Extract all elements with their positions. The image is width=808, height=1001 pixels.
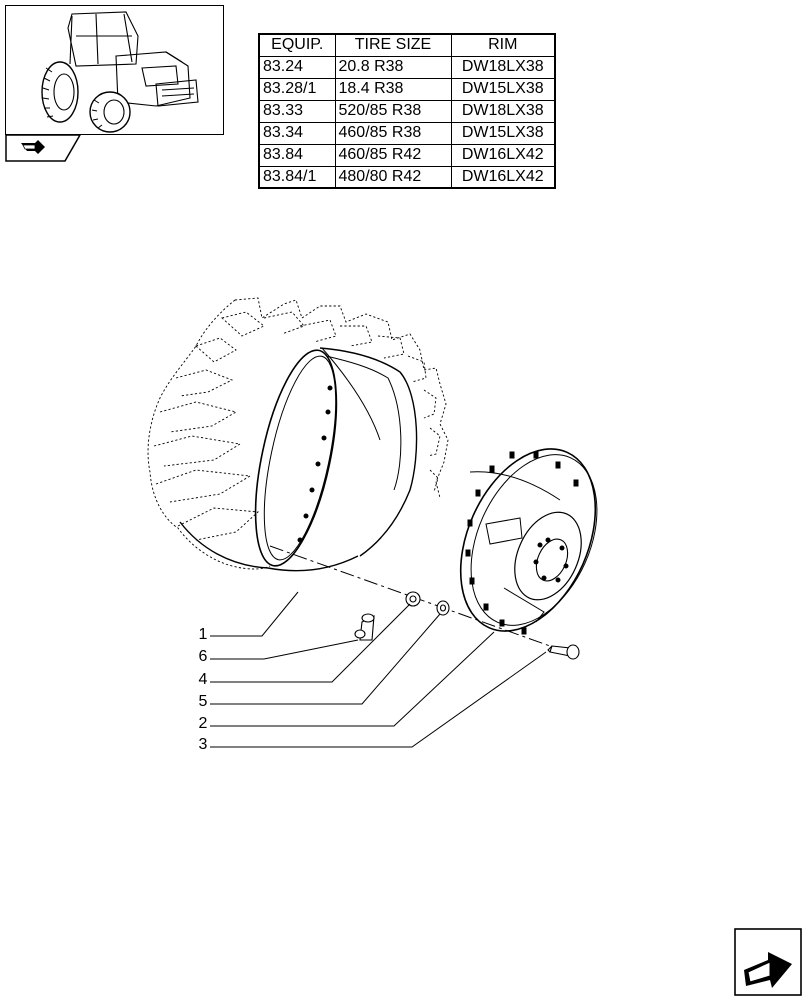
- cell-rim: DW15LX38: [450, 77, 556, 101]
- table-row: 83.84/1 480/80 R42 DW16LX42: [258, 165, 556, 189]
- callout-number: 1: [198, 626, 208, 643]
- tractor-thumbnail-icon: [41, 11, 199, 133]
- cell-rim: DW18LX38: [450, 99, 556, 123]
- washer-5: [436, 600, 450, 616]
- cell-tire-size: 20.8 R38: [334, 55, 452, 79]
- valve-stem: [354, 613, 375, 641]
- callout-number: 6: [198, 648, 208, 665]
- tractor-thumbnail: [5, 5, 224, 135]
- bolt-3: [547, 644, 580, 660]
- next-page-button[interactable]: [734, 928, 802, 996]
- table-row: 83.33 520/85 R38 DW18LX38: [258, 99, 556, 123]
- tire-rim-table: EQUIP. TIRE SIZE RIM 83.24 20.8 R38 DW18…: [258, 33, 556, 189]
- cell-tire-size: 18.4 R38: [334, 77, 452, 101]
- cell-rim: DW16LX42: [450, 165, 556, 189]
- wheel-disc: [459, 448, 598, 635]
- rim-barrel: [179, 347, 418, 572]
- callout-number: 2: [198, 715, 208, 732]
- cell-rim: DW15LX38: [450, 121, 556, 145]
- cell-equip: 83.84/1: [258, 165, 336, 189]
- cell-equip: 83.33: [258, 99, 336, 123]
- cell-equip: 83.34: [258, 121, 336, 145]
- table-row: 83.34 460/85 R38 DW15LX38: [258, 121, 556, 145]
- next-page-arrow-icon: [734, 928, 802, 996]
- arrow-tab-icon: [5, 134, 82, 162]
- table-header-row: EQUIP. TIRE SIZE RIM: [258, 33, 556, 57]
- cell-tire-size: 460/85 R38: [334, 121, 452, 145]
- arrow-tab[interactable]: [5, 134, 82, 162]
- callout-number: 3: [198, 736, 208, 753]
- cell-tire-size: 460/85 R42: [334, 143, 452, 167]
- callout-number: 4: [198, 671, 208, 688]
- tire-outline: [147, 297, 449, 570]
- leader-lines: [210, 591, 547, 748]
- callout-number: 5: [198, 693, 208, 710]
- table-row: 83.84 460/85 R42 DW16LX42: [258, 143, 556, 167]
- cell-tire-size: 480/80 R42: [334, 165, 452, 189]
- washer-4: [405, 591, 421, 607]
- table-row: 83.28/1 18.4 R38 DW15LX38: [258, 77, 556, 101]
